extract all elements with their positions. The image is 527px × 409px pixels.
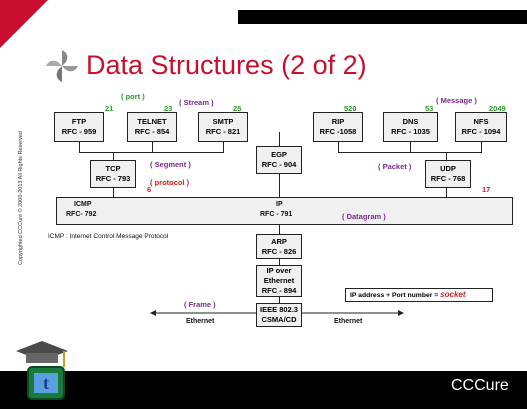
connector-line — [279, 259, 280, 265]
ip-bar — [56, 197, 513, 225]
rip-rfc: RFC -1058 — [319, 127, 357, 136]
dns-box: DNS RFC - 1035 — [383, 112, 438, 142]
ieee-line1: IEEE 802.3 — [260, 305, 298, 314]
footer-bar — [0, 371, 527, 409]
rip-box: RIP RFC -1058 — [313, 112, 363, 142]
connector-line — [481, 142, 482, 152]
nfs-rfc: RFC - 1094 — [461, 127, 501, 136]
tcp-name: TCP — [105, 164, 121, 173]
ip-name: IP — [276, 201, 283, 208]
connector-line — [338, 142, 339, 152]
pinwheel-logo-icon — [46, 50, 78, 82]
arp-box: ARP RFC - 826 — [256, 234, 302, 259]
port-label: ( port ) — [121, 92, 145, 101]
dns-name: DNS — [402, 117, 419, 126]
udp-protocol-number: 17 — [482, 185, 491, 194]
message-label: ( Message ) — [436, 96, 477, 105]
tcp-protocol-number: 6 — [147, 185, 152, 194]
telnet-name: TELNET — [137, 117, 167, 126]
arp-name: ARP — [271, 236, 287, 246]
port-rip: 520 — [344, 104, 357, 113]
frame-label: ( Frame ) — [184, 300, 216, 309]
connector-line — [446, 152, 447, 160]
nfs-box: NFS RFC - 1094 — [455, 112, 507, 142]
telnet-rfc: RFC - 854 — [134, 127, 170, 136]
udp-rfc: RFC - 768 — [430, 174, 466, 183]
ftp-box: FTP RFC - 959 — [54, 112, 104, 142]
ethernet-right-arrow — [302, 310, 404, 316]
tcp-box: TCP RFC - 793 — [90, 160, 136, 188]
connector-line — [279, 174, 280, 197]
ip-over-ethernet-rfc: RFC - 894 — [261, 286, 297, 295]
tcp-rfc: RFC - 793 — [95, 174, 131, 183]
connector-line — [338, 152, 482, 153]
connector-line — [79, 142, 80, 152]
dns-rfc: RFC - 1035 — [391, 127, 430, 136]
port-smtp: 25 — [233, 104, 242, 113]
connector-line — [113, 188, 114, 197]
socket-note: IP address + Port number = socket — [345, 288, 493, 302]
port-ftp: 21 — [105, 104, 114, 113]
connector-line — [279, 132, 280, 146]
port-dns: 53 — [425, 104, 434, 113]
ethernet-left-label: Ethernet — [186, 318, 215, 325]
ftp-rfc: RFC - 959 — [61, 127, 97, 136]
ethernet-right-label: Ethernet — [334, 318, 363, 325]
connector-line — [446, 188, 447, 197]
connector-line — [113, 152, 114, 160]
corner-triangle — [0, 0, 48, 48]
copyright-text: Copyrighted CCCure © 2000-2013 All Right… — [18, 131, 24, 265]
brand-text: CCCure — [451, 377, 509, 394]
packet-label: ( Packet ) — [378, 162, 412, 171]
arp-rfc: RFC - 826 — [261, 246, 297, 256]
telnet-box: TELNET RFC - 854 — [127, 112, 177, 142]
ieee-box: IEEE 802.3 CSMA/CD — [256, 303, 302, 327]
port-telnet: 23 — [164, 104, 173, 113]
ip-rfc: RFC - 791 — [260, 211, 293, 218]
udp-box: UDP RFC - 768 — [425, 160, 471, 188]
page-title: Data Structures (2 of 2) — [86, 50, 367, 80]
socket-note-prefix: IP address + Port number = — [350, 292, 441, 299]
ip-over-ethernet-line2: Ethernet — [263, 276, 295, 285]
egp-rfc: RFC - 904 — [261, 160, 297, 169]
smtp-name: SMTP — [212, 117, 234, 126]
graduation-cap-logo-icon: t — [16, 341, 68, 400]
segment-label: ( Segment ) — [150, 160, 191, 169]
icmp-name: ICMP — [74, 201, 92, 208]
connector-line — [152, 142, 153, 152]
connector-line — [79, 152, 224, 153]
nfs-name: NFS — [473, 117, 489, 126]
icmp-rfc: RFC- 792 — [66, 211, 97, 218]
rip-name: RIP — [331, 117, 345, 126]
socket-word: socket — [440, 290, 466, 299]
port-nfs: 2049 — [489, 104, 506, 113]
ieee-line2: CSMA/CD — [261, 315, 297, 324]
egp-box: EGP RFC - 904 — [256, 146, 302, 174]
egp-name: EGP — [271, 150, 287, 159]
ethernet-left-arrow — [150, 310, 256, 316]
protocol-label: ( protocol ) — [150, 178, 190, 187]
connector-line — [279, 225, 280, 234]
connector-line — [279, 297, 280, 303]
ip-over-ethernet-line1: IP over — [266, 266, 292, 275]
connector-line — [410, 142, 411, 152]
connector-line — [223, 142, 224, 152]
icmp-note: ICMP : Internet Control Message Protocol — [48, 233, 169, 240]
smtp-rfc: RFC - 821 — [205, 127, 241, 136]
ftp-name: FTP — [71, 117, 87, 126]
smtp-box: SMTP RFC - 821 — [198, 112, 248, 142]
udp-name: UDP — [440, 164, 456, 173]
svg-text:t: t — [43, 373, 49, 393]
header-bar — [238, 10, 527, 24]
datagram-label: ( Datagram ) — [342, 212, 386, 221]
stream-label: ( Stream ) — [179, 98, 214, 107]
ip-over-ethernet-box: IP over Ethernet RFC - 894 — [256, 265, 302, 297]
